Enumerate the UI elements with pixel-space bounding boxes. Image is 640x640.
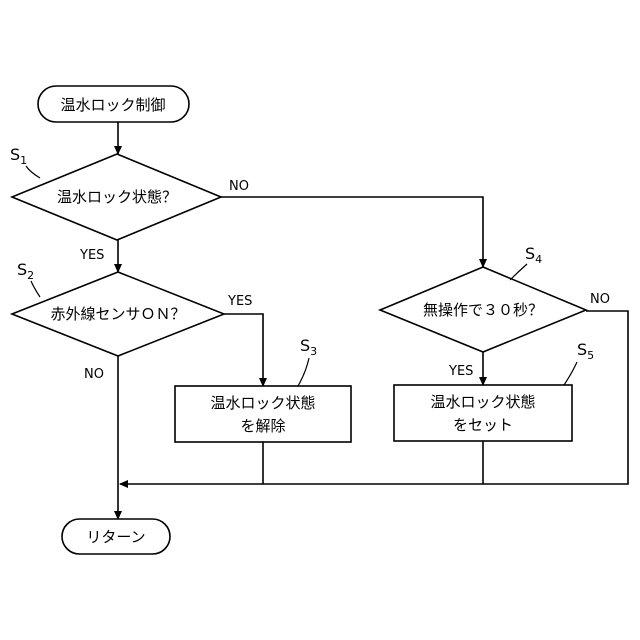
arrow-s2-yes-to-s3: [224, 314, 263, 386]
process-s3-line1: 温水ロック状態: [210, 394, 315, 412]
s4-no-label: NO: [590, 292, 610, 307]
return-terminal-label: リターン: [86, 528, 145, 546]
step-s3-main: S: [300, 336, 310, 355]
decision-s4: 無操作で３０秒？: [380, 267, 586, 352]
arrow-s1-no-to-s4: [221, 197, 483, 267]
s1-no-label: NO: [229, 179, 249, 194]
decision-s2-label: 赤外線センサＯＮ？: [50, 305, 185, 323]
step-label-s4: S4: [510, 244, 542, 280]
s2-yes-label: YES: [227, 294, 252, 309]
decision-s2: 赤外線センサＯＮ？: [12, 272, 224, 356]
step-label-s3: S3: [298, 336, 317, 386]
step-s2-main: S: [17, 260, 27, 279]
decision-s1-label: 温水ロック状態？: [57, 188, 177, 206]
svg-text:S2: S2: [17, 260, 34, 282]
decision-s1: 温水ロック状態？: [12, 154, 221, 240]
process-s5-line2: をセット: [453, 416, 513, 434]
s4-yes-label: YES: [448, 364, 473, 379]
step-label-s1: S1: [10, 145, 40, 178]
process-s3: 温水ロック状態 を解除: [175, 386, 351, 442]
step-s5-sub: 5: [587, 349, 594, 362]
decision-s4-label: 無操作で３０秒？: [423, 301, 543, 319]
svg-text:S1: S1: [10, 145, 27, 167]
svg-text:S4: S4: [525, 244, 542, 266]
step-s1-main: S: [10, 145, 20, 164]
step-label-s2: S2: [17, 260, 40, 297]
step-s1-sub: 1: [20, 154, 27, 167]
step-s3-sub: 3: [310, 345, 317, 358]
svg-text:S3: S3: [300, 336, 317, 358]
step-s5-main: S: [577, 340, 587, 359]
return-terminal: リターン: [62, 519, 170, 554]
start-terminal: 温水ロック制御: [38, 86, 189, 122]
s2-no-label: NO: [84, 367, 104, 382]
process-s5: 温水ロック状態 をセット: [394, 385, 572, 441]
step-label-s5: S5: [564, 340, 594, 385]
step-s2-sub: 2: [27, 269, 34, 282]
step-s4-main: S: [525, 244, 535, 263]
process-s3-line2: を解除: [240, 417, 285, 435]
process-s5-line1: 温水ロック状態: [430, 393, 535, 411]
step-s4-sub: 4: [535, 253, 542, 266]
s1-yes-label: YES: [79, 248, 104, 263]
start-terminal-label: 温水ロック制御: [60, 96, 165, 114]
svg-text:S5: S5: [577, 340, 594, 362]
